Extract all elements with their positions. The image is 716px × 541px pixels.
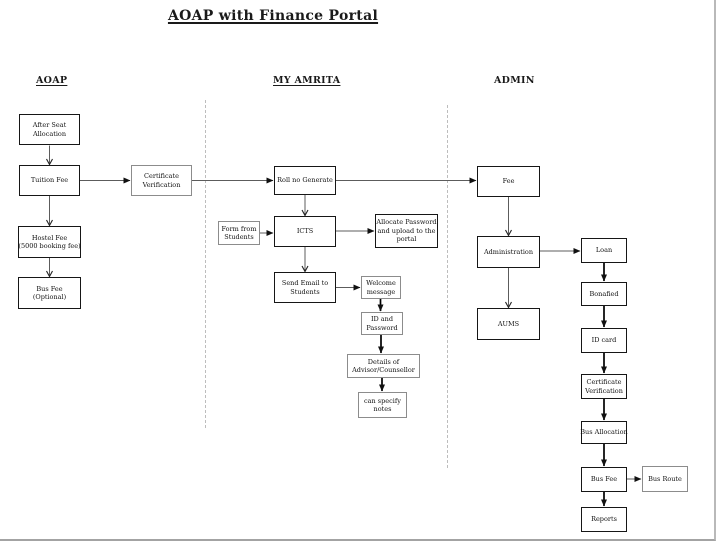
diagram-title: AOAP with Finance Portal: [167, 8, 379, 24]
node-label-line: Allocation: [32, 129, 67, 138]
node-label-line: (5000 booking fee): [18, 242, 81, 250]
node-label-line: AUMS: [497, 319, 520, 328]
node-tuition-fee: Tuition Fee: [19, 165, 80, 196]
node-bonafied: Bonafied: [581, 282, 627, 306]
node-icts: ICTS: [274, 216, 336, 247]
node-label-line: Loan: [595, 246, 613, 255]
node-label-line: Password: [366, 323, 398, 332]
node-label-line: and upload to the: [377, 226, 436, 235]
column-header-admin: ADMIN: [494, 75, 535, 86]
node-label-line: Welcome: [366, 279, 396, 288]
node-aums: AUMS: [477, 308, 540, 340]
node-label-line: Bus Fee: [36, 284, 63, 293]
node-fee: Fee: [477, 166, 540, 197]
node-label-line: Fee: [502, 177, 515, 186]
lane-separator-amrita-admin: [447, 105, 448, 468]
node-label-line: Certificate: [586, 378, 622, 387]
node-label-line: After Seat: [32, 121, 67, 130]
node-label-line: Administration: [483, 247, 534, 256]
node-label-line: message: [366, 287, 396, 296]
node-label-line: Verification: [585, 386, 623, 395]
node-bus-allocation: Bus Allocation: [580, 421, 628, 444]
node-label-line: Bonafied: [589, 289, 619, 298]
node-label-line: (Optional): [32, 293, 67, 301]
node-label-line: Students: [290, 287, 320, 296]
node-label-line: Roll no Generate: [277, 176, 333, 185]
node-bus-fee-optional: Bus Fee(Optional): [18, 277, 81, 309]
node-label-line: Reports: [591, 515, 617, 524]
node-bus-route: Bus Route: [642, 466, 688, 492]
node-label-line: Bus Fee: [590, 475, 618, 484]
node-label-line: Bus Allocation: [580, 428, 628, 437]
node-label-line: Form from: [221, 224, 257, 233]
node-label-line: Allocate Password: [376, 218, 437, 227]
node-administration: Administration: [477, 236, 540, 268]
column-header-aoap: AOAP: [36, 75, 68, 86]
node-label-line: Tuition Fee: [30, 176, 69, 185]
node-roll-no-generate: Roll no Generate: [274, 166, 336, 195]
node-label-line: ID and: [370, 315, 394, 324]
node-label-line: Certificate: [144, 172, 179, 181]
node-label-line: Bus Route: [648, 474, 682, 483]
node-label-line: ICTS: [296, 227, 314, 236]
node-label-line: Students: [224, 233, 254, 241]
node-label-line: can specify: [364, 396, 401, 405]
node-label-line: notes: [373, 405, 392, 413]
node-bus-fee: Bus Fee: [581, 467, 627, 492]
lane-separator-aoap-amrita: [205, 100, 206, 428]
node-id-card: ID card: [581, 328, 627, 353]
node-label-line: portal: [396, 235, 417, 244]
node-hostel-fee: Hostel Fee(5000 booking fee): [18, 226, 81, 258]
node-label-line: Advisor/Counsellor: [352, 366, 415, 374]
column-header-my-amrita: MY AMRITA: [273, 75, 341, 86]
node-loan: Loan: [581, 238, 627, 263]
node-label-line: Send Email to: [281, 279, 329, 288]
node-reports: Reports: [581, 507, 627, 532]
node-label-line: Details of: [367, 357, 400, 366]
node-label-line: Verification: [142, 180, 181, 189]
node-label-line: Hostel Fee: [31, 233, 68, 242]
node-label-line: ID card: [591, 336, 617, 345]
